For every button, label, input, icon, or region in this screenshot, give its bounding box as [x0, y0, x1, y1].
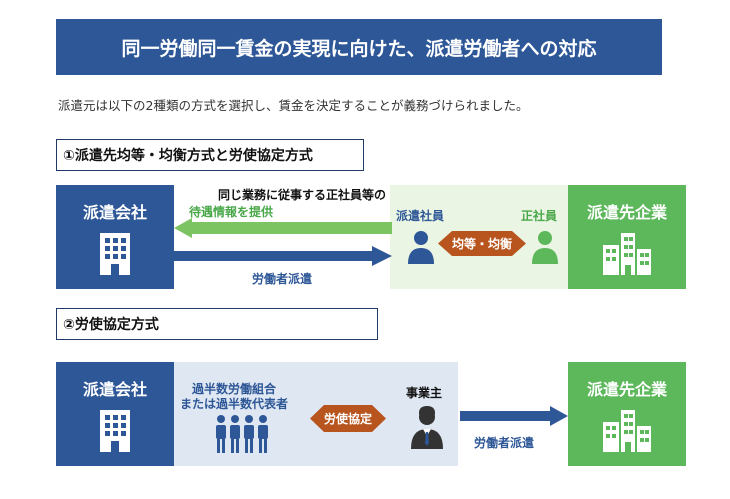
section2-client-company-label: 派遣先企業 [586, 380, 667, 399]
info-arrow-left [174, 218, 392, 238]
section2-dispatch-arrow [460, 406, 568, 426]
building-icon [100, 233, 130, 275]
intro-text: 派遣元は以下の2種類の方式を選択し、賃金を決定することが義務づけられました。 [58, 98, 529, 113]
section1-heading: ①派遣先均等・均衡方式と労使協定方式 [56, 139, 364, 171]
section1-dispatch-company-label: 派遣会社 [82, 203, 147, 222]
section2-heading: ②労使協定方式 [56, 308, 378, 340]
section1-regular-label: 正社員 [521, 209, 558, 223]
section2-dispatch-company-label: 派遣会社 [82, 380, 147, 399]
section1-dispatch-label: 労働者派遣 [252, 272, 313, 286]
section1-client-company-label: 派遣先企業 [586, 203, 667, 222]
section2-employer-label: 事業主 [406, 386, 443, 400]
buildings-icon [603, 233, 651, 275]
section1-dispatch-company-box: 派遣会社 [56, 185, 174, 289]
employer-icon [411, 406, 443, 449]
buildings-icon [603, 410, 651, 452]
section1-arrows [174, 218, 392, 266]
agreement-badge: 労使協定 [310, 405, 386, 432]
section1-info-line2: 待遇情報を提供 [189, 205, 274, 219]
regular-employee-icon [532, 231, 558, 264]
section1-info-line1: 同じ業務に従事する正社員等の [217, 188, 386, 202]
section2-union-line1: 過半数労働組合 [191, 382, 276, 396]
people-group-icon [216, 415, 268, 453]
section2-client-company-box: 派遣先企業 [568, 362, 686, 466]
section2-dispatch-label: 労働者派遣 [474, 436, 535, 450]
dispatch-arrow-right [174, 246, 392, 266]
balance-badge: 均等・均衡 [438, 231, 526, 256]
building-icon [100, 410, 130, 452]
section2-union-line2: または過半数代表者 [179, 397, 288, 411]
section1-client-company-box: 派遣先企業 [568, 185, 686, 289]
page-title: 同一労働同一賃金の実現に向けた、派遣労働者への対応 [56, 19, 662, 75]
section2-dispatch-company-box: 派遣会社 [56, 362, 174, 466]
dispatch-worker-icon [408, 231, 434, 264]
section1-worker-label: 派遣社員 [396, 209, 445, 223]
